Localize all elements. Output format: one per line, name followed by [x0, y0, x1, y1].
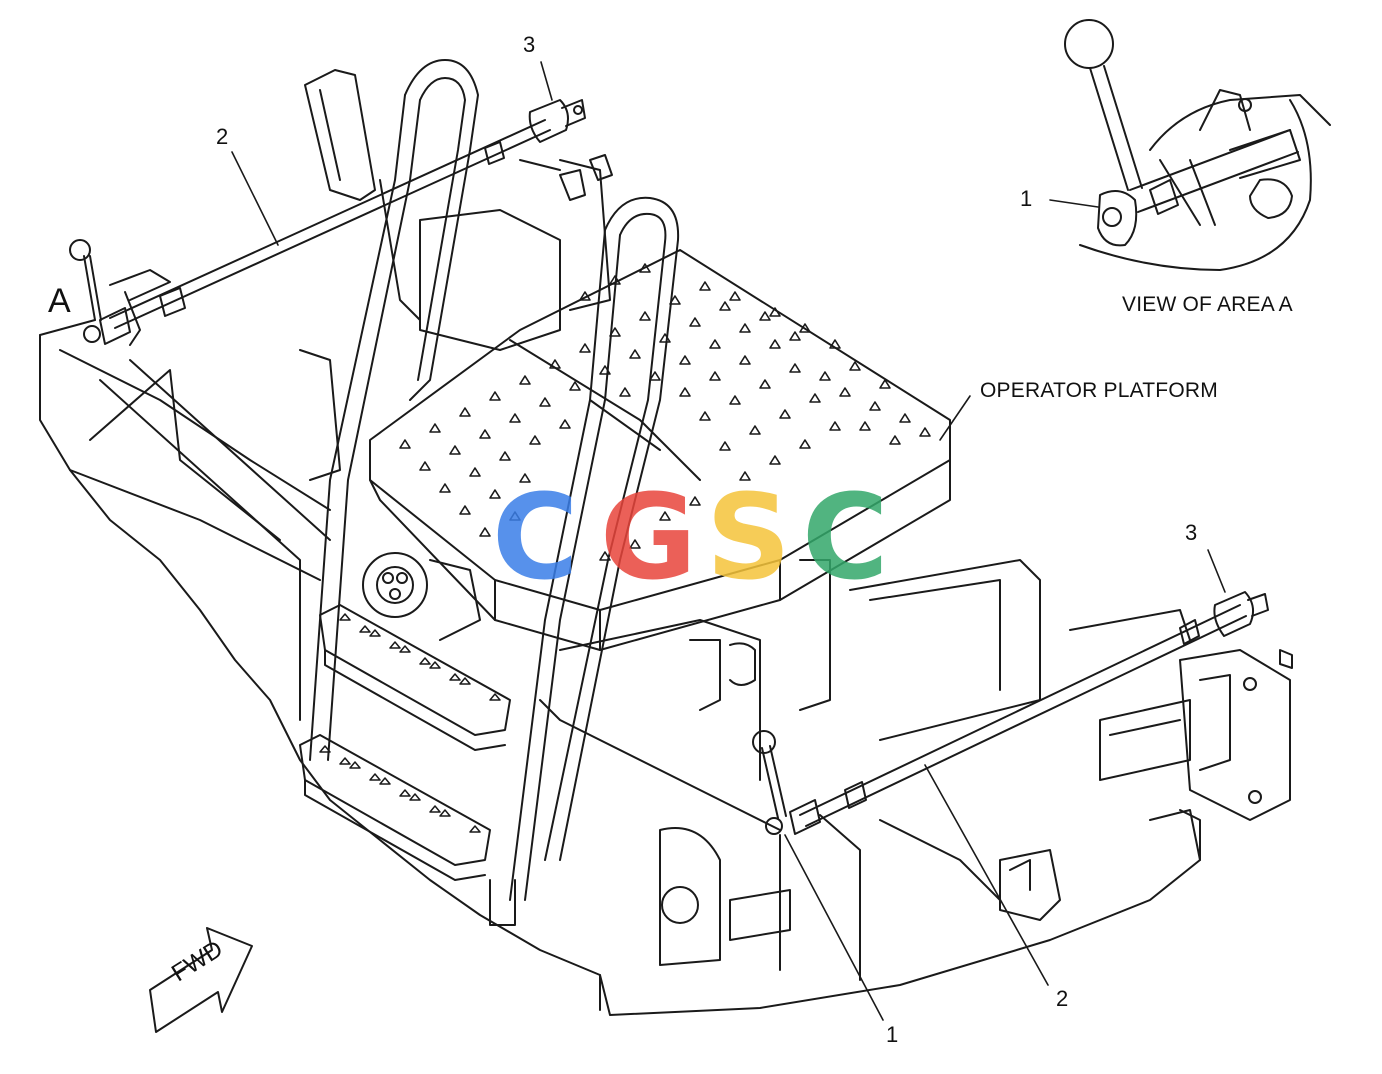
handrails	[309, 59, 680, 926]
callout-bottom-item: 1	[886, 1022, 899, 1047]
machine-frame	[39, 319, 1201, 1016]
operator-platform-deck	[369, 249, 951, 651]
watermark-letter-3: S	[706, 468, 791, 606]
watermark-letter-2: G	[600, 468, 697, 606]
callout-left-rod: 2	[216, 124, 229, 149]
leader-lines	[231, 61, 1226, 1021]
detail-view-area-a	[1064, 19, 1331, 271]
access-steps	[299, 604, 511, 881]
callout-right-collar: 3	[1185, 520, 1198, 545]
left-rod-assembly	[69, 99, 586, 346]
central-machinery	[362, 552, 1041, 981]
seat-structure	[299, 69, 613, 481]
watermark-letter-4: C	[802, 468, 889, 606]
view-of-area-a-caption: VIEW OF AREA A	[1122, 293, 1293, 316]
watermark-letter-1: C	[492, 468, 579, 606]
callout-right-rod: 2	[1056, 986, 1069, 1011]
fwd-arrow-outline	[149, 927, 253, 1033]
right-rod-assembly	[752, 591, 1269, 835]
right-bracket	[999, 609, 1293, 921]
operator-platform-label: OPERATOR PLATFORM	[980, 379, 1218, 402]
callout-detail-item: 1	[1020, 186, 1033, 211]
area-a-marker: A	[48, 282, 71, 320]
callout-left-collar: 3	[523, 32, 536, 57]
